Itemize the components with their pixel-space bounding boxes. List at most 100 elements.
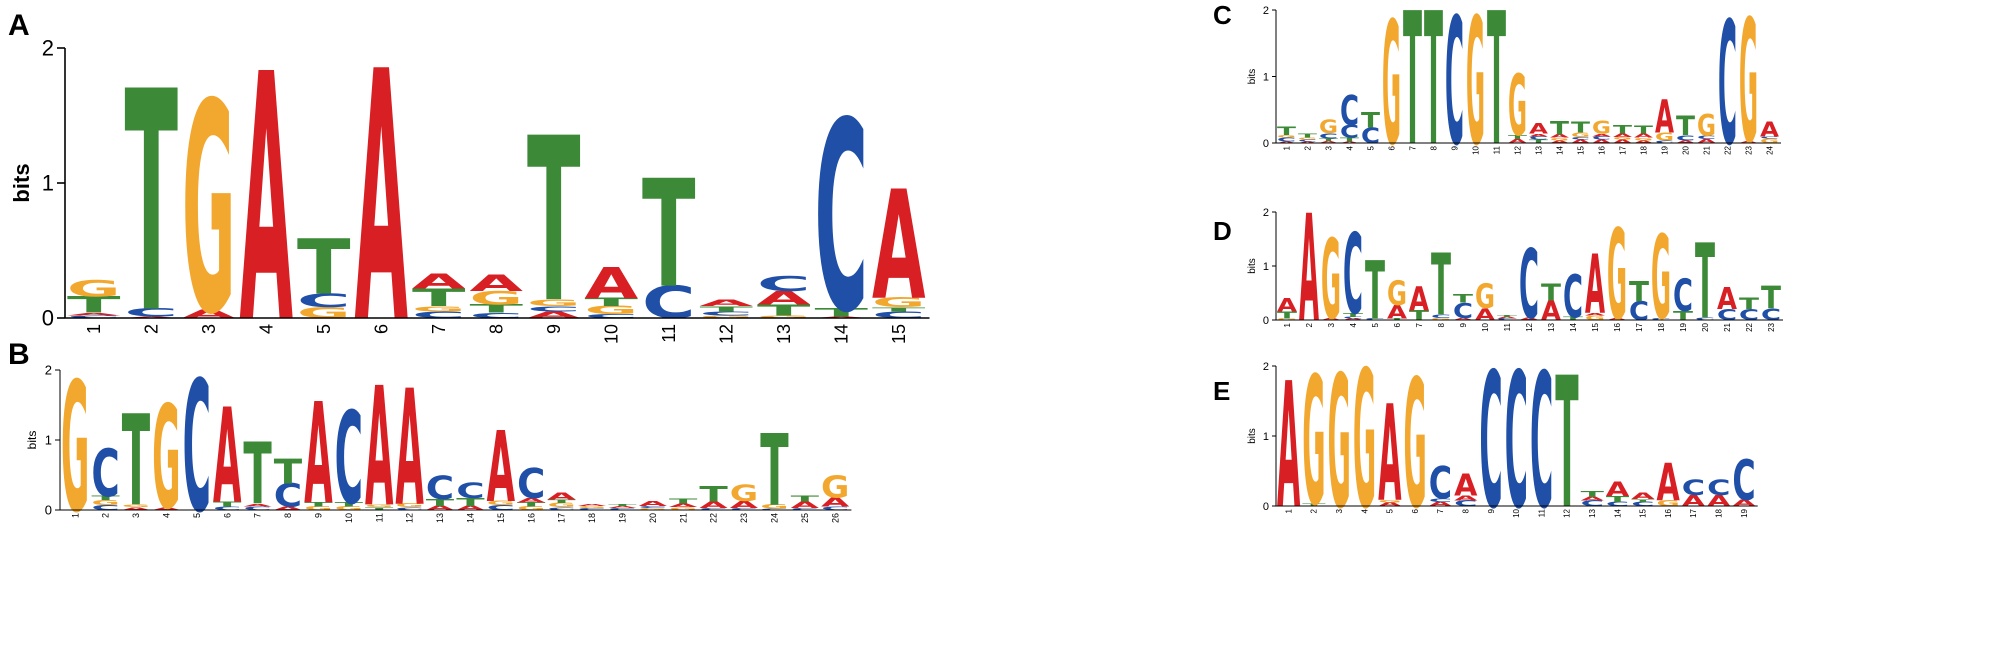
logo-letter-a-pos18: A	[578, 503, 606, 506]
logo-letter-c-pos14: C	[1563, 263, 1583, 331]
position-label: 13	[1588, 508, 1597, 517]
logo-letter-g-pos2: G	[1298, 137, 1317, 140]
logo-letter-a-pos4: A	[240, 2, 293, 398]
position-label: 10	[344, 513, 354, 523]
logo-letter-g-pos10: G	[1466, 0, 1485, 185]
position-label: 15	[496, 513, 506, 523]
logo-letter-a-pos14: A	[456, 505, 485, 512]
logo-letter-g-pos12: G	[1508, 59, 1527, 156]
position-label: 23	[739, 513, 749, 523]
position-label: 16	[1613, 322, 1622, 331]
logo-letter-g-pos14: G	[1550, 137, 1569, 141]
logo-letter-c-pos2: C	[1298, 139, 1317, 142]
position-label: 14	[1569, 322, 1578, 331]
logo-letter-a-pos16: A	[1607, 317, 1628, 320]
logo-letter-t-pos9: T	[304, 501, 333, 508]
logo-letter-c-pos11: C	[1497, 318, 1517, 321]
logo-letter-g-pos12: G	[395, 503, 423, 509]
logo-letter-a-pos24: A	[1760, 118, 1780, 141]
logo-letter-c-pos2: C	[125, 307, 178, 320]
logo-letter-a-pos19: A	[608, 505, 636, 508]
logo-letter-t-pos1: T	[1277, 310, 1297, 321]
y-axis-label: bits	[1247, 69, 1258, 85]
logo-letter-g-pos21: G	[1697, 110, 1716, 143]
logo-letter-t-pos18: T	[1634, 123, 1654, 136]
panel-letter: A	[8, 9, 30, 42]
position-label: 5	[1371, 322, 1380, 327]
logo-letter-t-pos21: T	[669, 498, 698, 506]
logo-letter-c-pos24: C	[1760, 136, 1779, 139]
y-tick-label: 1	[1263, 261, 1269, 273]
logo-letter-a-pos16: A	[1592, 133, 1612, 137]
logo-letter-c-pos9: C	[1479, 335, 1502, 551]
logo-letter-t-pos11: T	[365, 506, 393, 510]
logo-letter-t-pos8: T	[1431, 237, 1451, 336]
position-label: 18	[1715, 508, 1724, 517]
logo-letter-a-pos1: A	[1277, 295, 1298, 316]
logo-letter-a-pos17: A	[1613, 139, 1632, 144]
position-label: 4	[1349, 322, 1358, 327]
logo-letter-g-pos7: G	[412, 304, 465, 313]
position-label: 18	[1657, 322, 1666, 331]
logo-letter-a-pos12: A	[1508, 138, 1527, 144]
y-axis-label: bits	[25, 431, 39, 450]
logo-letter-t-pos1: T	[1277, 125, 1297, 139]
position-label: 2	[1303, 145, 1312, 150]
logo-letter-c-pos8: C	[274, 478, 302, 515]
logo-letter-g-pos21: G	[669, 506, 697, 511]
position-label: 10	[602, 324, 622, 344]
logo-letter-c-pos5: C	[297, 290, 350, 312]
position-label: 22	[709, 513, 719, 523]
logo-letter-c-pos20: C	[639, 505, 667, 508]
position-label: 7	[1415, 322, 1424, 327]
position-label: 3	[199, 324, 219, 334]
logo-letter-t-pos9: T	[1453, 293, 1473, 306]
logo-letter-g-pos18: G	[578, 505, 606, 508]
logo-letter-g-pos4: G	[1353, 331, 1376, 551]
position-label: 16	[526, 513, 536, 523]
logo-letter-a-pos8: A	[274, 506, 303, 511]
logo-letter-t-pos22: T	[1739, 294, 1760, 313]
logo-letter-t-pos6: T	[1387, 318, 1408, 321]
logo-letter-t-pos22: T	[699, 482, 728, 507]
logo-letter-c-pos16: C	[517, 461, 545, 508]
logo-letter-t-pos2: T	[1298, 133, 1317, 140]
logo-letter-c-pos23: C	[730, 507, 758, 510]
logo-letter-c-pos15: C	[872, 310, 925, 321]
logo-letter-c-pos19: C	[1732, 448, 1755, 513]
logo-letter-t-pos11: T	[642, 148, 696, 320]
position-label: 13	[774, 324, 794, 344]
logo-letter-c-pos22: C	[1718, 0, 1737, 184]
position-label: 16	[1597, 145, 1606, 154]
logo-letter-c-pos14: C	[815, 67, 868, 371]
logo-letter-g-pos15: G	[1585, 315, 1605, 322]
position-label: 12	[405, 513, 415, 523]
position-label: 14	[832, 324, 852, 344]
position-label: 20	[648, 513, 658, 523]
logo-letter-a-pos18: A	[1707, 492, 1731, 510]
logo-letter-a-pos9: A	[304, 374, 333, 535]
logo-letter-a-pos18: A	[1634, 133, 1653, 139]
logo-letter-c-pos25: C	[791, 507, 819, 510]
position-label: 12	[1563, 508, 1572, 517]
position-label: 5	[314, 324, 334, 334]
logo-letter-g-pos1: G	[1277, 318, 1297, 321]
position-label: 8	[1462, 508, 1471, 513]
logo-letter-t-pos4: T	[1340, 136, 1359, 143]
logo-letter-g-pos23: G	[1739, 0, 1758, 182]
logo-letter-g-pos4: G	[152, 377, 180, 542]
panel-letter: D	[1213, 216, 1232, 246]
logo-letter-c-pos2: C	[91, 435, 119, 512]
logo-letter-a-pos13: A	[1581, 496, 1605, 502]
y-tick-label: 2	[1263, 207, 1269, 219]
y-tick-label: 0	[42, 306, 54, 331]
position-label: 11	[1537, 508, 1546, 517]
logo-letter-t-pos2: T	[91, 495, 120, 502]
logo-letter-t-pos2: T	[125, 28, 178, 381]
logo-letter-a-pos16: A	[517, 497, 546, 504]
position-label: 3	[1327, 322, 1336, 327]
